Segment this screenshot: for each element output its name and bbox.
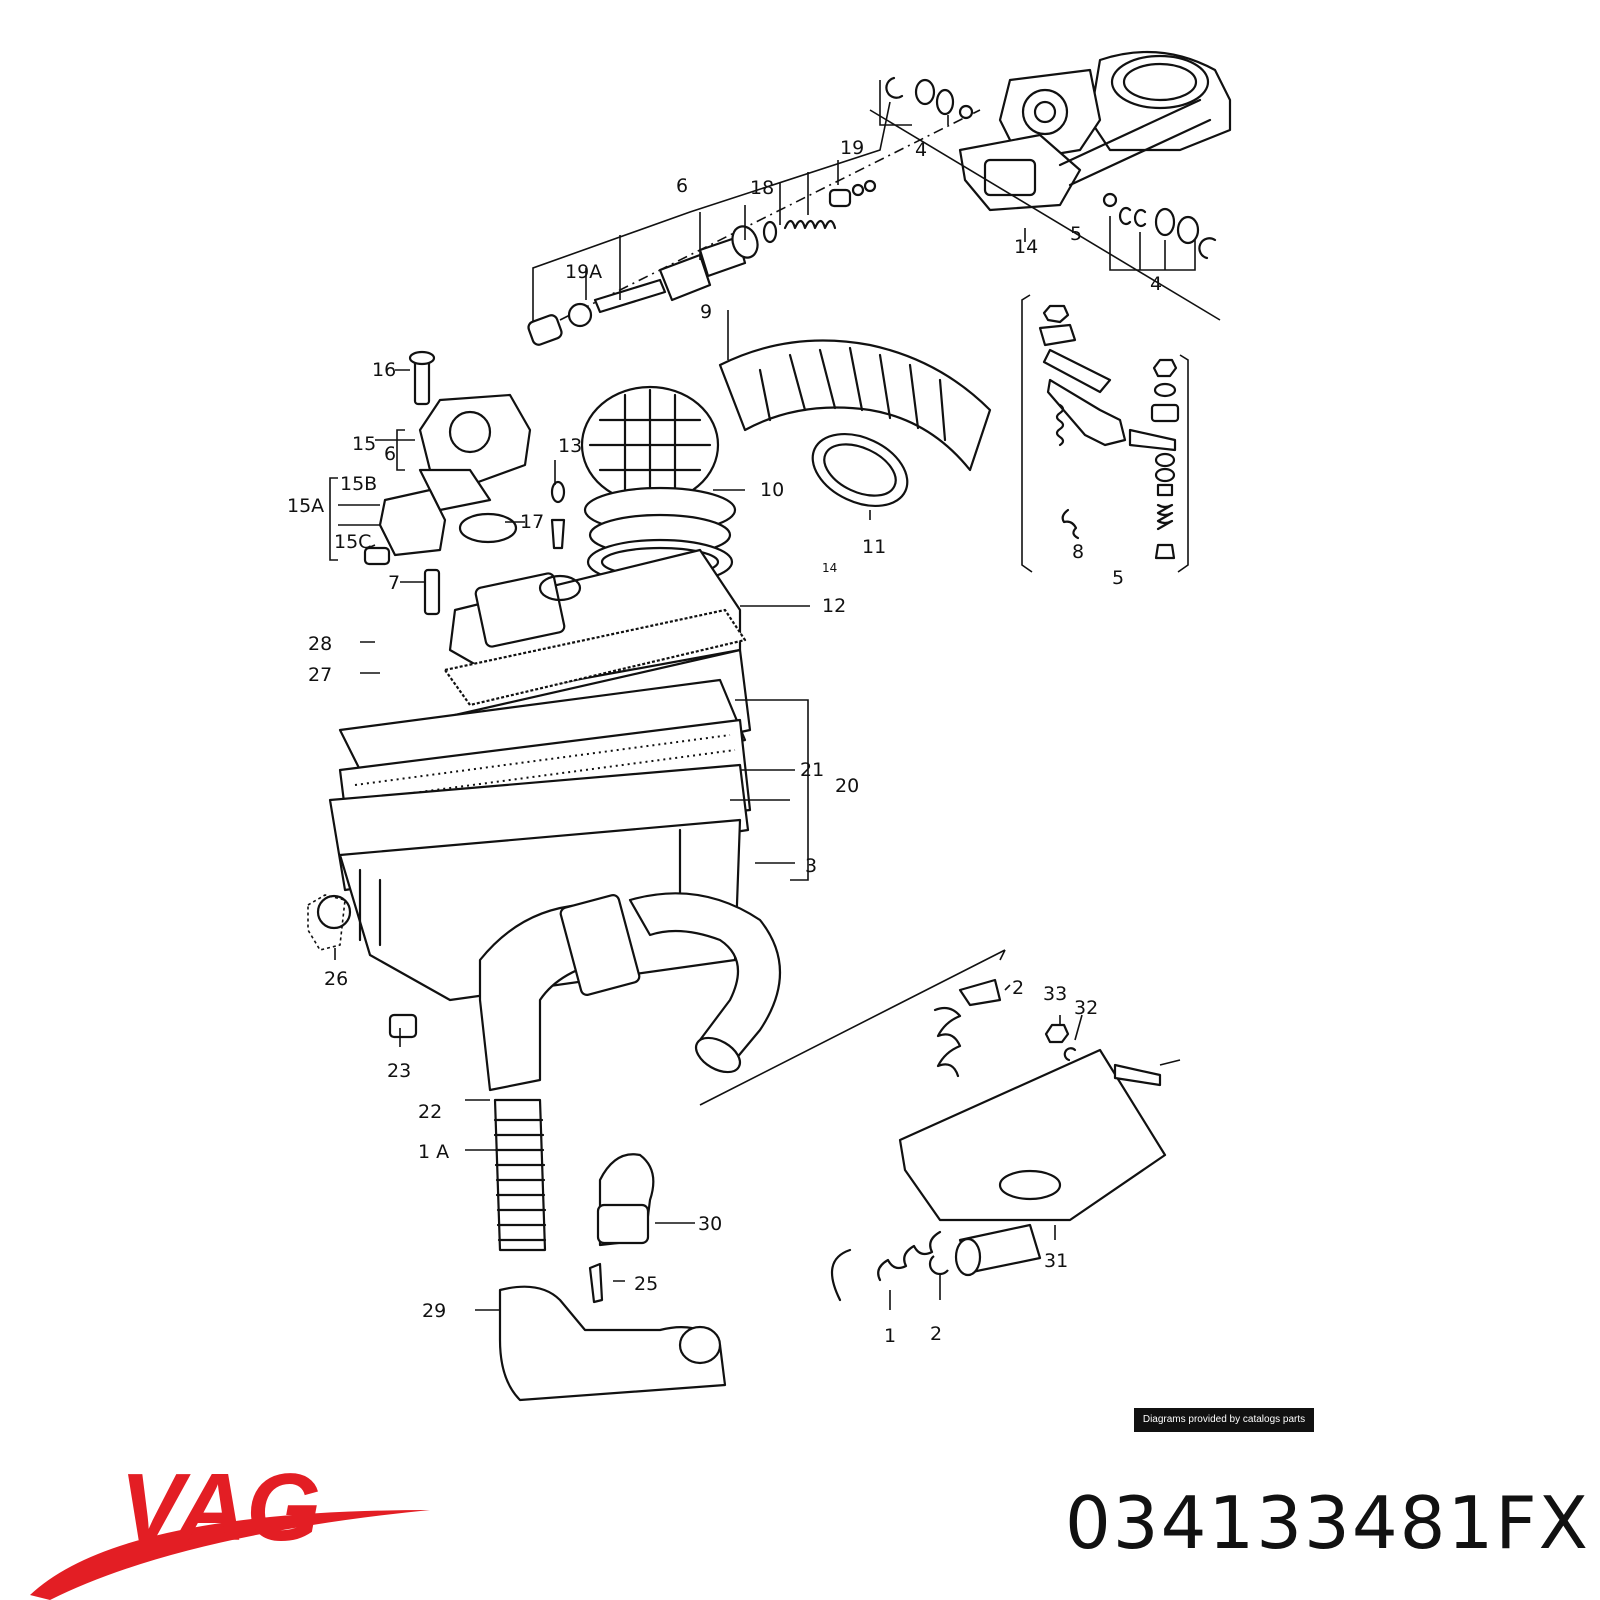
callout-6-top: 6: [676, 175, 688, 197]
brand-swoosh: [30, 1510, 430, 1600]
callout-25: 25: [634, 1273, 658, 1295]
callout-12: 12: [822, 595, 846, 617]
callout-1: 1: [884, 1325, 896, 1347]
callout-27: 27: [308, 664, 332, 686]
callout-9: 9: [700, 301, 712, 323]
callout-33: 33: [1043, 983, 1067, 1005]
preheat-assembly: [699, 949, 1181, 1302]
callout-28: 28: [308, 633, 332, 655]
valve-assembly-top: [527, 101, 981, 346]
callout-labels: 1 1 A 2 2 3 4 4 5 5 6 6 7 8 9 10 11 12 1…: [287, 137, 1162, 1347]
callout-5-top: 5: [1070, 223, 1082, 245]
callout-19: 19: [840, 137, 864, 159]
callout-13: 13: [558, 435, 582, 457]
callout-15b: 15B: [340, 473, 377, 495]
callout-1a: 1 A: [418, 1141, 449, 1163]
callout-14-partial: 14: [822, 561, 837, 575]
fuel-distributor-housing: [869, 50, 1232, 321]
bracket-inset: [1021, 294, 1189, 573]
callout-3: 3: [805, 855, 817, 877]
callout-31: 31: [1044, 1250, 1068, 1272]
callout-21: 21: [800, 759, 824, 781]
callout-30: 30: [698, 1213, 722, 1235]
callout-32: 32: [1074, 997, 1098, 1019]
lower-intake-pipes: [388, 892, 782, 1402]
air-intake-hose: [580, 339, 992, 586]
sensor-housing-parts: [329, 350, 566, 616]
callout-7: 7: [388, 572, 400, 594]
brand-name: VAG: [120, 1454, 321, 1561]
callout-10: 10: [760, 479, 784, 501]
callout-17: 17: [520, 511, 544, 533]
callout-4-right: 4: [1150, 273, 1162, 295]
leader-lines: [334, 228, 1083, 1311]
callout-15: 15: [352, 433, 376, 455]
callout-2-top: 2: [1012, 977, 1024, 999]
callout-8: 8: [1072, 541, 1084, 563]
callout-15c: 15C: [334, 531, 371, 553]
callout-29: 29: [422, 1300, 446, 1322]
callout-11: 11: [862, 536, 886, 558]
callout-6-left: 6: [384, 443, 396, 465]
callout-14-top: 14: [1014, 236, 1038, 258]
callout-15a: 15A: [287, 495, 324, 517]
air-filter-housing: [307, 548, 809, 1002]
callout-23: 23: [387, 1060, 411, 1082]
callout-26: 26: [324, 968, 348, 990]
part-number: 034133481FX: [1064, 1481, 1590, 1565]
callout-20: 20: [835, 775, 859, 797]
callout-18: 18: [750, 177, 774, 199]
callout-2-bottom: 2: [930, 1323, 942, 1345]
callout-5-inset: 5: [1112, 567, 1124, 589]
brand-logo: VAG: [30, 1454, 430, 1600]
callout-4-top: 4: [915, 139, 927, 161]
credit-banner: Diagrams provided by catalogs parts: [1134, 1408, 1314, 1432]
callout-22: 22: [418, 1101, 442, 1123]
callout-19a: 19A: [565, 261, 602, 283]
callout-16: 16: [372, 359, 396, 381]
